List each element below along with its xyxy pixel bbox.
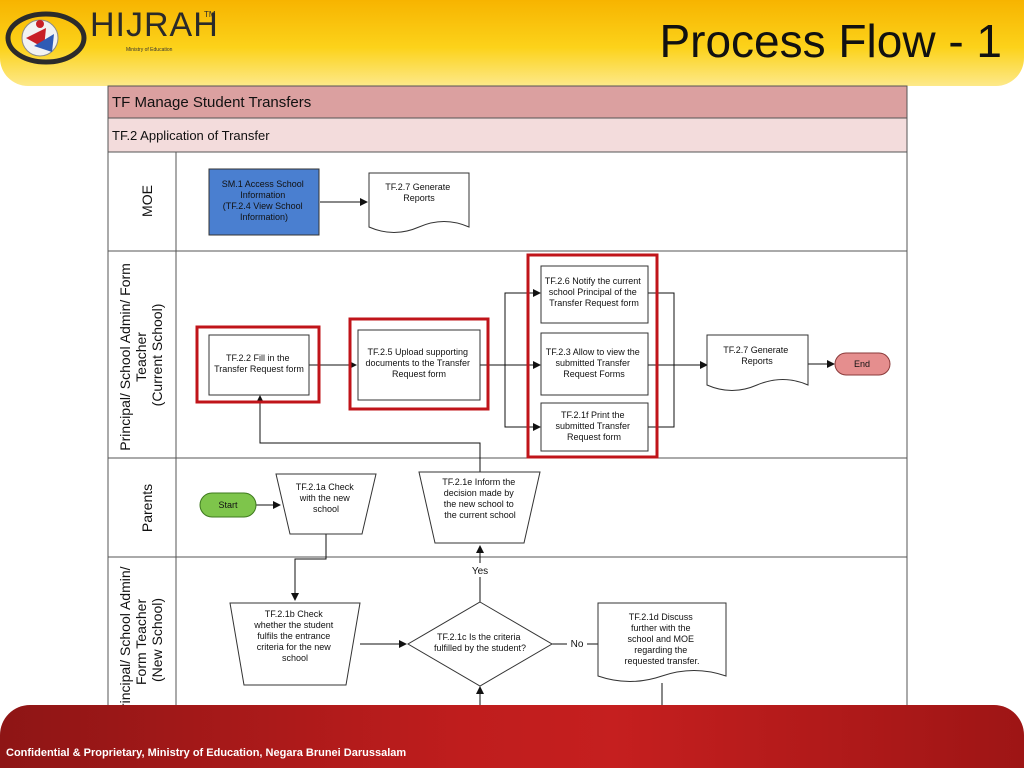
- footer-text: Confidential & Proprietary, Ministry of …: [6, 747, 407, 759]
- diagram-subheader: TF.2 Application of Transfer: [112, 128, 270, 143]
- node-tf27a: [368, 172, 470, 233]
- node-end-text: End: [854, 359, 870, 369]
- slide-title: Process Flow - 1: [659, 15, 1002, 67]
- lane-label-moe: MOE: [139, 185, 155, 217]
- hijrah-logo: HIJRAH TM Ministry of Education: [4, 4, 218, 66]
- node-tf25: [357, 329, 481, 401]
- no-label-bg: [567, 636, 587, 650]
- node-tf25-text: TF.2.5 Upload supporting documents to th…: [365, 347, 472, 379]
- logo-subtitle: Ministry of Education: [126, 47, 173, 53]
- no-label: No: [571, 639, 584, 650]
- node-tf26-text: TF.2.6 Notify the current school Princip…: [545, 276, 644, 308]
- node-tf27a-text: TF.2.7 Generate Reports: [385, 182, 453, 203]
- diagram-header-bg: [107, 85, 908, 119]
- yes-label: Yes: [472, 566, 488, 577]
- node-tf21b: [229, 602, 361, 686]
- arrow-tf21e-to-tf22: [256, 395, 481, 472]
- node-tf26: [540, 265, 649, 324]
- node-sm1-text: SM.1 Access School Information (TF.2.4 V…: [222, 179, 307, 222]
- diagram-subheader-bg: [107, 117, 908, 153]
- lane-label-parents: Parents: [139, 484, 155, 532]
- node-tf21a-text: TF.2.1a Check with the new school: [296, 482, 357, 514]
- lane-label-current-school: Principal/ School Admin/ Form Teacher (C…: [117, 259, 165, 450]
- node-tf21f: [540, 402, 649, 452]
- node-tf21c: [407, 601, 553, 687]
- node-tf21b-text: TF.2.1b Check whether the student fulfil…: [253, 609, 336, 663]
- node-sm1: [208, 168, 320, 236]
- highlight-tf25: [348, 317, 490, 411]
- node-tf21a: [275, 473, 377, 535]
- node-tf23-text: TF.2.3 Allow to view the submitted Trans…: [546, 347, 643, 379]
- node-tf22: [208, 334, 310, 396]
- logo-emblem-icon: [5, 11, 87, 65]
- footer-bar: Confidential & Proprietary, Ministry of …: [0, 705, 1024, 768]
- node-start: [199, 492, 257, 518]
- node-tf21e: [418, 471, 541, 544]
- node-start-text: Start: [218, 500, 238, 510]
- node-tf21e-text: TF.2.1e Inform the decision made by the …: [442, 477, 518, 520]
- node-tf27b-text: TF.2.7 Generate Reports: [723, 345, 791, 366]
- arrow-tf21a-to-tf21b: [291, 534, 327, 601]
- node-tf23: [540, 332, 649, 396]
- node-tf21c-text: TF.2.1c Is the criteria fulfilled by the…: [434, 632, 526, 653]
- node-tf21d: [597, 602, 727, 682]
- title-bar: HIJRAH TM Ministry of Education Process …: [0, 0, 1024, 86]
- node-end: [834, 352, 891, 376]
- highlight-tf26-group: [526, 253, 659, 459]
- highlights: [195, 253, 659, 459]
- yes-label-bg: [467, 563, 493, 577]
- swimlanes: [108, 152, 907, 722]
- node-tf21d-text: TF.2.1d Discuss further with the school …: [624, 612, 699, 666]
- logo-text: HIJRAH: [90, 6, 219, 44]
- logo-trademark: TM: [204, 10, 216, 19]
- node-tf21f-text: TF.2.1f Print the submitted Transfer Req…: [555, 410, 632, 442]
- lane-label-new-school: Principal/ School Admin/ Form Teacher (N…: [117, 563, 165, 718]
- node-tf27b: [706, 334, 809, 391]
- diagram-header: TF Manage Student Transfers: [112, 94, 311, 111]
- node-tf22-text: TF.2.2 Fill in the Transfer Request form: [214, 353, 304, 374]
- highlight-tf22: [195, 325, 321, 404]
